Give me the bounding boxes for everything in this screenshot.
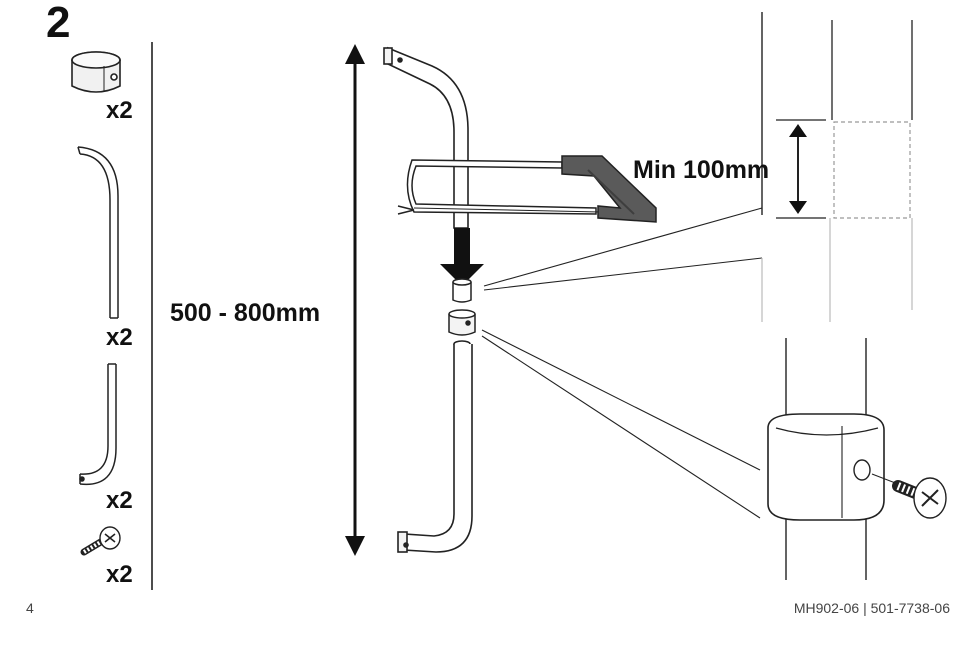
part-quantity: x2: [106, 487, 133, 514]
connector-sleeve: [448, 309, 476, 336]
step-number: 2: [46, 0, 71, 47]
part-quantity: x2: [106, 97, 133, 124]
part-quantity: x2: [106, 561, 133, 588]
length-range-label: 500 - 800mm: [170, 299, 321, 327]
min-cut-label: Min 100mm: [633, 156, 770, 184]
long-hook-rail-icon: [77, 146, 119, 319]
cut-direction-arrow: [440, 228, 484, 286]
part-quantity: x2: [106, 324, 133, 351]
page-number: 4: [26, 600, 34, 616]
lower-rail: [397, 340, 473, 553]
upper-rail: [383, 46, 469, 229]
screw-detail-icon: [892, 477, 947, 519]
min-cut-detail: [483, 12, 913, 322]
cut-off-piece: [452, 278, 472, 303]
sleeve-detail: [481, 329, 899, 580]
document-reference: MH902-06 | 501-7738-06: [793, 600, 950, 616]
hacksaw: [397, 155, 657, 223]
short-hook-rail-icon: [79, 363, 117, 486]
connector-sleeve-icon: [71, 51, 121, 93]
screw-icon: [80, 526, 121, 556]
length-arrow: [345, 44, 365, 556]
